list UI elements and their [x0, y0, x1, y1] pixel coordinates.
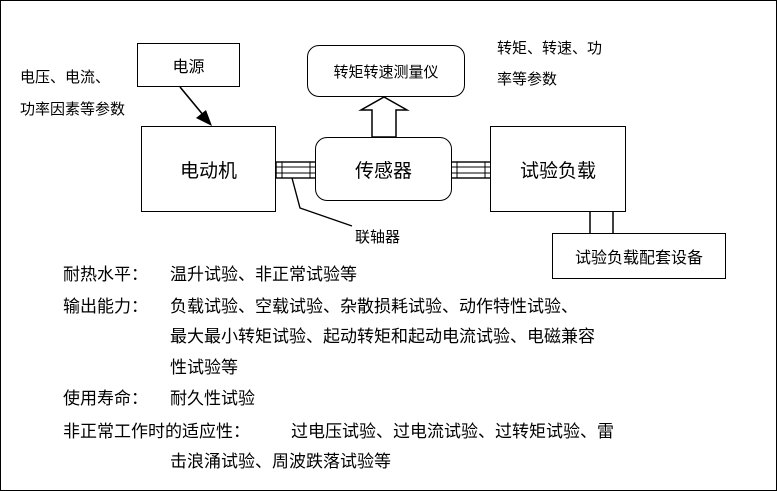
- power-source-label: 电源: [172, 57, 205, 76]
- load-label: 试验负载: [519, 159, 596, 182]
- power-source-box: 电源: [137, 43, 240, 87]
- coupling-label: 联轴器: [355, 228, 401, 246]
- test-abnormal-line-2: 击浪涌试验、周波跌落试验等: [170, 452, 391, 472]
- torque-params-line-1: 转矩、转速、功: [497, 39, 603, 57]
- test-heat-label: 耐热水平：: [63, 265, 148, 285]
- load-box: 试验负载: [490, 126, 626, 212]
- sensor-label: 传感器: [354, 159, 412, 182]
- test-output-label: 输出能力：: [63, 297, 148, 317]
- power-params-line-2: 功率因素等参数: [20, 100, 126, 118]
- meter-box: 转矩转速测量仪: [307, 45, 465, 97]
- meter-label: 转矩转速测量仪: [333, 62, 439, 81]
- coupling-left: [275, 161, 317, 179]
- test-life-label: 使用寿命：: [63, 389, 148, 409]
- test-heat-line-1: 温升试验、非正常试验等: [170, 265, 357, 285]
- motor-label: 电动机: [179, 159, 237, 182]
- test-life-line-1: 耐久性试验: [170, 389, 255, 409]
- coupling-right: [450, 161, 492, 179]
- power-params-line-1: 电压、电流、: [20, 68, 111, 86]
- motor-box: 电动机: [141, 126, 276, 212]
- power-arrow: [179, 86, 205, 117]
- test-output-line-3: 性试验等: [170, 358, 238, 378]
- test-output-line-1: 负载试验、空载试验、杂散损耗试验、动作特性试验、: [170, 297, 578, 317]
- coupling-leader: [291, 177, 353, 227]
- signal-up-arrow: [358, 96, 410, 138]
- test-abnormal-label: 非正常工作时的适应性：: [63, 422, 250, 442]
- power-arrowhead: [196, 110, 212, 126]
- test-abnormal-line-1: 过电压试验、过电流试验、过转矩试验、雷: [291, 422, 614, 442]
- sensor-box: 传感器: [315, 137, 452, 201]
- load-support-label: 试验负载配套设备: [574, 248, 703, 267]
- load-support-link: [589, 212, 614, 233]
- test-output-line-2: 最大最小转矩试验、起动转矩和起动电流试验、电磁兼容: [170, 327, 595, 347]
- torque-params-line-2: 率等参数: [497, 70, 558, 88]
- load-support-box: 试验负载配套设备: [552, 233, 726, 279]
